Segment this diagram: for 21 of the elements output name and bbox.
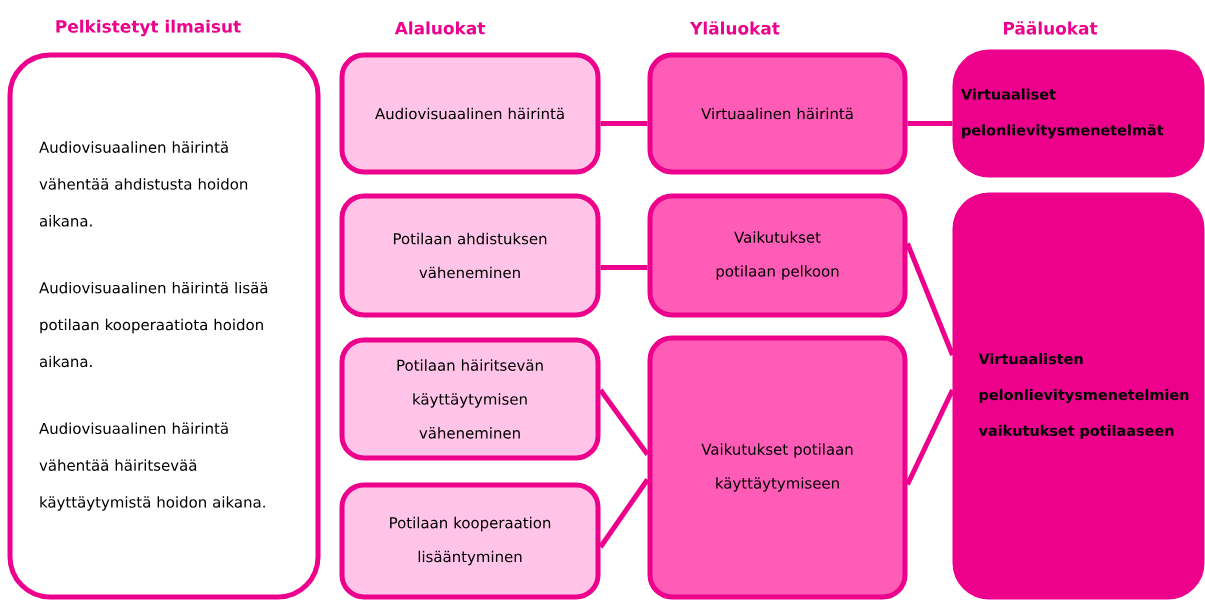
subcategory-box: Audiovisuaalinen häirintä bbox=[339, 52, 601, 175]
main-category-box: Virtuaaliset pelonlievitysmenetelmät bbox=[952, 49, 1205, 178]
subcategory-box: Potilaan kooperaation lisääntyminen bbox=[339, 482, 601, 600]
connector-line bbox=[905, 388, 955, 486]
category-box: Virtuaalinen häirintä bbox=[647, 52, 908, 175]
subcategory-box: Potilaan ahdistuksen väheneminen bbox=[339, 193, 601, 318]
column-heading: Alaluokat bbox=[394, 21, 485, 35]
connector-line bbox=[600, 121, 648, 126]
text-box: Audiovisuaalinen häirintä vähentää ahdistusta hoidon aikana. Audiovisuaalinen häirintä lisää potilaan kooperaatiota hoidon aikana. Audiovisuaalinen häirintä vähentää häiritsevää käyttäytymistä hoidon aikana. bbox=[7, 52, 321, 600]
connector-line bbox=[598, 388, 650, 456]
connector-line bbox=[600, 265, 648, 270]
category-box: Vaikutukset potilaan käyttäytymiseen bbox=[647, 335, 908, 600]
column-heading: Yläluokat bbox=[689, 21, 780, 35]
connector-line bbox=[907, 121, 953, 126]
column-heading: Pelkistetyt ilmaisut bbox=[56, 19, 241, 37]
category-box: Vaikutukset potilaan pelkoon bbox=[647, 193, 908, 318]
subcategory-box: Potilaan häiritsevän käyttäytymisen väheneminen bbox=[339, 337, 601, 461]
connector-line bbox=[598, 478, 650, 549]
connector-line bbox=[905, 242, 955, 356]
main-category-box: Virtuaalisten pelonlievitysmenetelmien vaikutukset potilaaseen bbox=[952, 192, 1205, 600]
column-heading: Pääluokat bbox=[1004, 21, 1098, 35]
